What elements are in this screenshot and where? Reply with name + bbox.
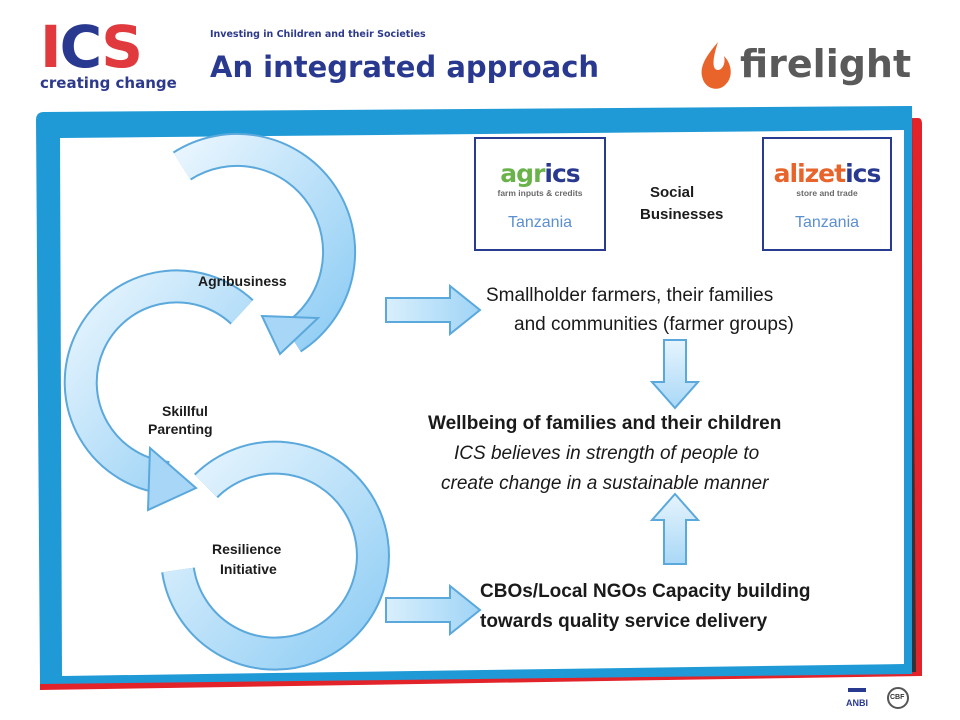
farmers-text-line2: and communities (farmer groups) — [514, 314, 794, 335]
alizetics-card: alizetics store and trade Tanzania — [762, 137, 892, 251]
agrics-logo: agrics — [476, 159, 604, 188]
flame-icon — [701, 42, 731, 89]
cbo-text-line2: towards quality service delivery — [480, 611, 768, 632]
belief-text-line2: create change in a sustainable manner — [441, 473, 769, 494]
ics-tagline: Investing in Children and their Societie… — [210, 29, 426, 40]
alizetics-name-part2: ics — [845, 159, 881, 188]
ics-logo-letters: ICS — [40, 13, 143, 81]
cycle-label-parenting-2: Parenting — [148, 421, 213, 437]
content-panel — [60, 130, 904, 676]
cycle-label-resilience-1: Resilience — [212, 541, 282, 557]
agrics-name-part2: ics — [544, 159, 580, 188]
cbf-label: CBF — [890, 694, 905, 701]
alizetics-country: Tanzania — [794, 214, 860, 231]
firelight-logo-text: firelight — [740, 42, 912, 86]
arrow-right-bottom — [385, 583, 482, 637]
ics-logo-tagline: creating change — [40, 74, 177, 92]
alizetics-subtitle: store and trade — [796, 188, 858, 198]
alizetics-name-part1: alizet — [773, 159, 846, 188]
cycle-arrow-agribusiness — [172, 132, 357, 356]
cbf-badge — [887, 687, 909, 709]
alizetics-logo: alizetics — [764, 159, 890, 188]
social-label-line2: Businesses — [640, 206, 724, 223]
ics-logo: ICS creating change — [40, 18, 190, 98]
anbi-badge — [840, 686, 874, 712]
belief-text-line1: ICS believes in strength of people to — [454, 443, 760, 464]
agrics-subtitle: farm inputs & credits — [497, 188, 583, 198]
agrics-country: Tanzania — [507, 214, 573, 231]
cycle-label-agribusiness: Agribusiness — [198, 273, 287, 289]
cycle-label-parenting-1: Skillful — [162, 403, 208, 419]
cycle-label-resilience-2: Initiative — [220, 561, 277, 577]
wellbeing-text: Wellbeing of families and their children — [428, 413, 782, 434]
cycle-arrow-parenting — [63, 269, 254, 512]
cbo-text-line1: CBOs/Local NGOs Capacity building — [480, 581, 811, 602]
cycle-arrow-resilience — [161, 440, 390, 671]
anbi-label: ANBI — [846, 698, 868, 708]
arrow-down — [649, 339, 701, 410]
arrow-right-top — [385, 283, 482, 337]
agrics-card: agrics farm inputs & credits Tanzania — [474, 137, 606, 251]
page-title: An integrated approach — [210, 50, 600, 84]
social-label-line1: Social — [650, 184, 695, 201]
arrow-up — [649, 492, 701, 565]
agrics-name-part1: agr — [500, 159, 545, 188]
farmers-text-line1: Smallholder farmers, their families — [486, 285, 774, 306]
